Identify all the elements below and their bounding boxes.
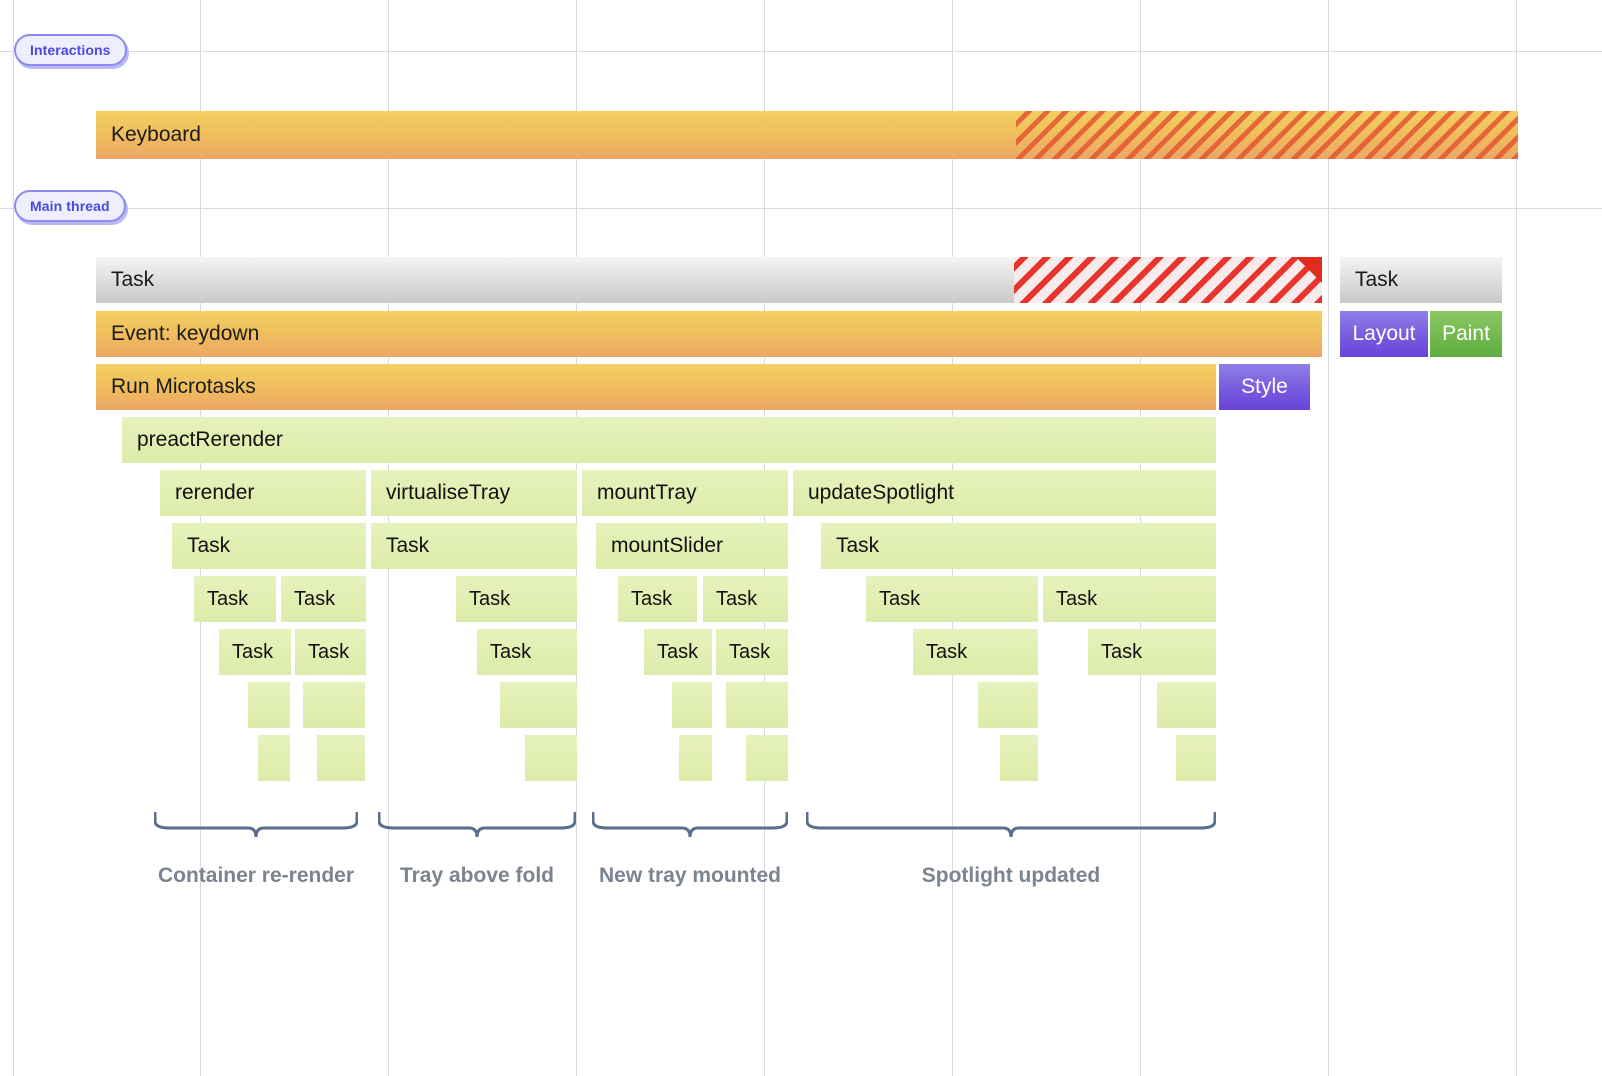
annotation-label: New tray mounted [598,864,782,887]
track-label-interactions-text: Interactions [30,42,111,58]
flame-block[interactable]: virtualiseTray [371,470,577,516]
long-task-warning-icon [1296,257,1322,283]
annotation-label: Spotlight updated [921,864,1101,887]
flame-block-label: Task [1056,587,1098,610]
flame-block-label: Task [294,587,336,610]
flame-block[interactable]: Task [194,576,276,622]
flame-block[interactable] [317,735,365,781]
layout-bar-label: Layout [1352,322,1416,345]
flame-block[interactable]: mountSlider [596,523,788,569]
flame-block-label: Task [1101,640,1143,663]
flame-block-label: mountSlider [611,534,724,557]
event-keydown-bar[interactable]: Event: keydown [96,311,1322,357]
flame-block[interactable]: mountTray [582,470,788,516]
annotation-label: Container re-render [157,864,355,887]
annotation-brace [592,812,788,838]
flame-block[interactable] [1176,735,1216,781]
interaction-bar-keyboard[interactable]: Keyboard [96,111,1518,159]
flame-block-label: virtualiseTray [386,481,511,504]
track-label-interactions[interactable]: Interactions [14,34,127,66]
flame-block[interactable] [1157,682,1216,728]
flame-block[interactable] [303,682,365,728]
preact-rerender-bar[interactable]: preactRerender [122,417,1216,463]
track-label-main-thread-text: Main thread [30,198,110,214]
run-microtasks-bar[interactable]: Run Microtasks [96,364,1216,410]
main-task-bar-secondary-label: Task [1355,268,1399,291]
annotation-brace [378,812,576,838]
flame-block-label: Task [836,534,880,557]
flame-block[interactable]: Task [1088,629,1216,675]
flame-block-label: Task [308,640,350,663]
flame-block-label: Task [926,640,968,663]
flame-block[interactable]: Task [644,629,712,675]
gridline [13,0,14,1076]
flame-block[interactable] [248,682,290,728]
track-separator-interactions [0,51,1602,52]
main-task-bar-label: Task [111,268,155,291]
flame-block[interactable]: Task [1043,576,1216,622]
flame-block[interactable]: Task [716,629,788,675]
preact-rerender-bar-label: preactRerender [137,428,283,451]
flame-block[interactable]: Task [281,576,366,622]
flame-block[interactable]: Task [821,523,1216,569]
flame-block[interactable] [679,735,712,781]
paint-bar-label: Paint [1442,322,1490,345]
flame-block[interactable]: Task [456,576,577,622]
main-task-bar-secondary[interactable]: Task [1340,257,1502,303]
flame-block[interactable] [525,735,577,781]
flame-block[interactable] [672,682,712,728]
flame-block[interactable]: Task [703,576,788,622]
flame-block[interactable] [1000,735,1038,781]
event-keydown-bar-label: Event: keydown [111,322,260,345]
flame-block[interactable] [500,682,577,728]
annotation-brace [806,812,1216,838]
interaction-bar-keyboard-label: Keyboard [111,123,201,146]
flame-block[interactable] [258,735,290,781]
flame-block[interactable]: Task [866,576,1038,622]
paint-bar[interactable]: Paint [1430,311,1502,357]
flame-block[interactable]: Task [219,629,291,675]
annotation-label: Tray above fold [399,864,555,887]
flame-block[interactable] [726,682,788,728]
flame-block[interactable]: Task [477,629,577,675]
layout-bar[interactable]: Layout [1340,311,1428,357]
run-microtasks-bar-label: Run Microtasks [111,375,256,398]
flame-block-label: Task [879,587,921,610]
flame-block[interactable]: Task [172,523,366,569]
track-separator-main-thread [0,208,1602,209]
track-label-main-thread[interactable]: Main thread [14,190,126,222]
flame-block-label: mountTray [597,481,697,504]
flame-block[interactable] [978,682,1038,728]
flame-block[interactable]: Task [295,629,366,675]
flame-block[interactable]: Task [618,576,697,622]
flame-block-label: rerender [175,481,255,504]
gridline [1328,0,1329,1076]
annotation-brace [154,812,358,838]
style-bar[interactable]: Style [1219,364,1310,410]
flame-block-label: Task [469,587,511,610]
flame-block[interactable]: Task [913,629,1038,675]
flame-block-label: Task [187,534,231,557]
style-bar-label: Style [1241,375,1288,398]
flame-block-label: Task [207,587,249,610]
flame-block-label: updateSpotlight [808,481,954,504]
flame-block-label: Task [386,534,430,557]
flame-block[interactable]: updateSpotlight [793,470,1216,516]
flame-block[interactable]: rerender [160,470,366,516]
gridline [1516,0,1517,1076]
main-task-long-task-hatch [1014,257,1322,303]
flame-block[interactable]: Task [371,523,577,569]
flame-block[interactable] [746,735,788,781]
flame-block-label: Task [657,640,699,663]
flame-block-label: Task [716,587,758,610]
flame-block-label: Task [490,640,532,663]
flame-block-label: Task [729,640,771,663]
flame-block-label: Task [631,587,673,610]
flame-block-label: Task [232,640,274,663]
